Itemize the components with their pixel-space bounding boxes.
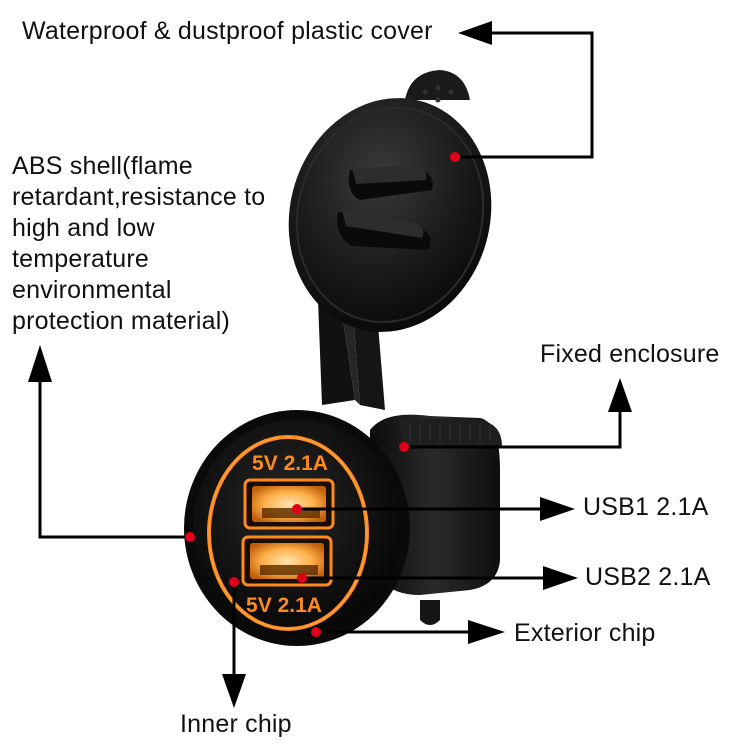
arrow-cover [458,21,492,45]
label-usb1: USB1 2.1A [583,493,709,521]
label-cover: Waterproof & dustproof plastic cover [22,17,433,45]
marker-usb1 [292,504,302,514]
faceplate-bottom-rating: 5V 2.1A [246,594,322,617]
arrow-shell [28,345,52,382]
faceplate-top-rating: 5V 2.1A [252,452,328,475]
marker-exterior-chip [311,627,321,637]
marker-inner-chip [229,577,239,587]
waterproof-cover [288,70,492,332]
label-shell-line-4: temperature [12,245,149,273]
arrow-usb2 [543,566,578,590]
label-shell-line-3: high and low [12,214,155,242]
label-usb2: USB2 2.1A [585,563,711,591]
label-shell-line-5: environmental [12,276,172,304]
arrow-enclosure [608,378,632,412]
label-exterior-chip: Exterior chip [514,619,656,647]
label-shell-line-6: protection material) [12,307,230,335]
usb-port-2 [241,535,333,587]
marker-shell [185,532,195,542]
marker-enclosure [399,442,409,452]
label-shell-line-1: ABS shell(flame [12,152,193,180]
arrow-exterior-chip [468,620,505,644]
label-inner-chip: Inner chip [180,710,292,738]
marker-cover [450,152,460,162]
label-shell-line-2: retardant,resistance to [12,183,266,211]
arrowheads [28,21,632,708]
callout-lines [38,31,622,682]
label-shell: ABS shell(flame retardant,resistance to … [12,151,302,337]
arrow-usb1 [540,497,575,521]
usb-port-1 [243,478,335,530]
faceplate: 5V 2.1A 5V 2.1A [184,410,410,646]
markers [185,152,460,637]
arrow-inner-chip [222,674,246,708]
marker-usb2 [297,573,307,583]
label-enclosure: Fixed enclosure [540,340,720,368]
